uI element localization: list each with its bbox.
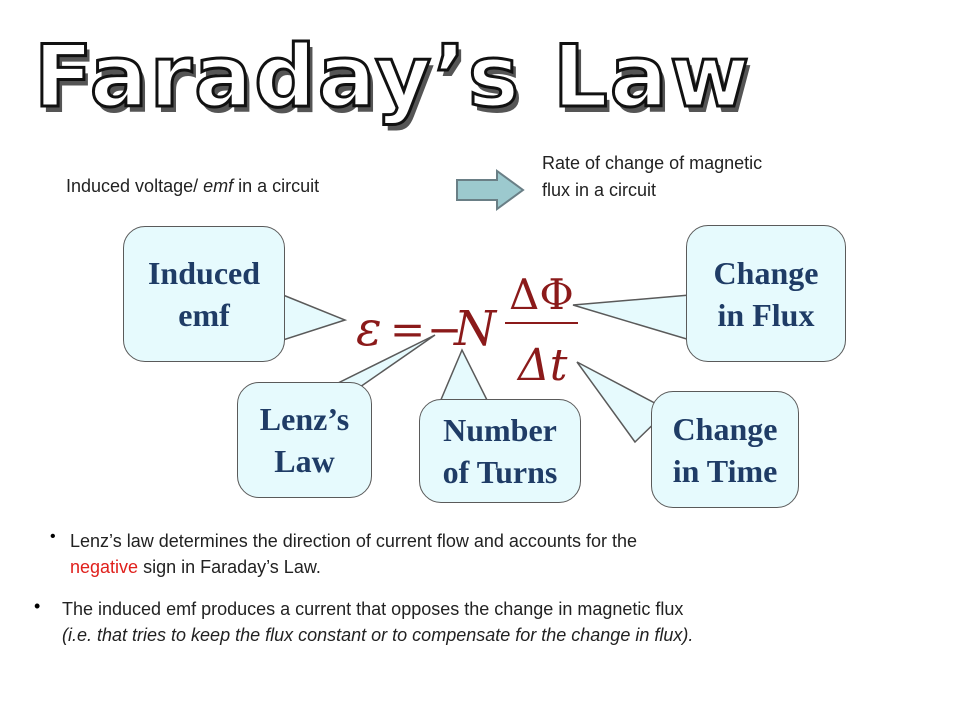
n-symbol: N [453,301,498,357]
title-graphic: Faraday’s Law Faraday’s Law [33,26,755,134]
negative-word: negative [70,557,139,577]
pointer-induced-emf [282,293,348,342]
intro-right-text: Rate of change of magnetic flux in a cir… [542,153,763,200]
page-title: Faraday’s Law [34,27,751,127]
callout-pointers [282,293,691,444]
bullet-opposes: • The induced emf produces a current tha… [34,596,694,645]
title-shadow: Faraday’s Law [38,33,755,133]
pointer-change-in-flux [572,294,691,342]
equals-sign: = [390,305,425,354]
numerator-delta-phi: ΔΦ [509,270,574,319]
pointer-number-of-turns [438,348,490,403]
right-arrow-icon [456,169,525,211]
denominator-delta-t: Δt [516,340,568,391]
intro-left-text: Induced voltage/ emf in a circuit [66,176,320,196]
minus-sign: − [427,305,462,354]
bullet-lenz: • Lenz’s law determines the direction of… [50,528,637,577]
epsilon-symbol: ε [356,301,382,357]
